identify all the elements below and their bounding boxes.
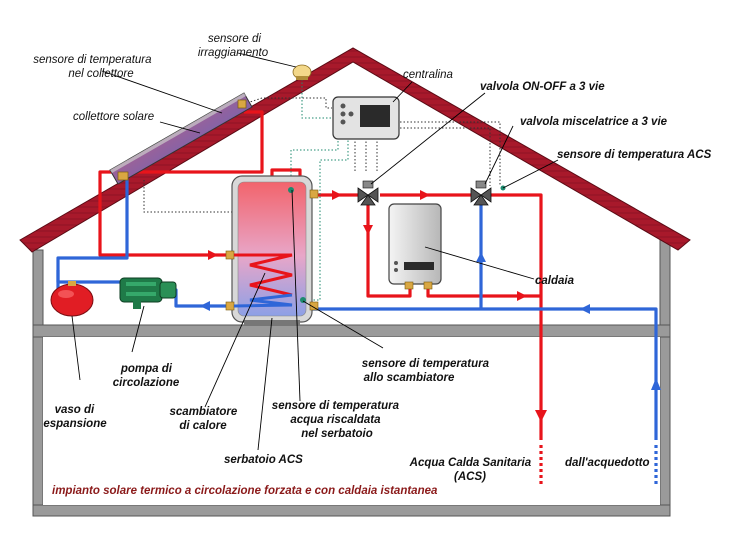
leader-lines bbox=[71, 52, 559, 451]
label-boiler: caldaia bbox=[535, 275, 575, 287]
label-tank-sensor: sensore di temperatura acqua riscaldata … bbox=[272, 400, 402, 440]
pipe-collector-return bbox=[56, 178, 129, 277]
pipe-valve2-to-acs bbox=[490, 193, 543, 440]
flow-arrows bbox=[200, 190, 661, 422]
label-solar-collector: collettore solare bbox=[73, 111, 154, 123]
label-controller: centralina bbox=[403, 69, 453, 81]
diagram-caption: impianto solare termico a circolazione f… bbox=[52, 485, 438, 497]
label-water-supply: dall'acquedotto bbox=[565, 457, 650, 469]
heat-exchanger-coil bbox=[233, 253, 293, 308]
solar-collector bbox=[109, 92, 253, 185]
pipe-collector-hot bbox=[98, 110, 264, 257]
label-heat-exchanger: scambiatore di calore bbox=[170, 406, 241, 432]
label-acs-sensor: sensore di temperatura ACS bbox=[557, 149, 712, 161]
instant-boiler bbox=[388, 203, 442, 290]
pipe-boiler-out bbox=[426, 285, 541, 298]
valve-mixing bbox=[470, 180, 492, 206]
controller-unit bbox=[332, 96, 400, 140]
signal-wires bbox=[143, 72, 501, 301]
label-expansion-vessel: vaso di espansione bbox=[43, 404, 107, 430]
pipe-tank-to-valve bbox=[270, 168, 302, 176]
label-acs-outlet: Acqua Calda Sanitaria (ACS) bbox=[409, 457, 535, 483]
tank-top-sensor-dot bbox=[288, 187, 294, 193]
label-mixing-valve: valvola miscelatrice a 3 vie bbox=[520, 116, 668, 128]
label-storage-tank: serbatoio ACS bbox=[224, 454, 303, 466]
pipe-valve1-down bbox=[366, 205, 412, 298]
valve-onoff bbox=[357, 180, 379, 206]
label-irradiation-sensor: sensore di irraggiamento bbox=[198, 33, 269, 59]
pipe-cold-supply bbox=[310, 307, 658, 440]
circulation-pump bbox=[119, 277, 177, 309]
label-collector-sensor: sensore di temperatura nel collettore bbox=[33, 54, 154, 80]
label-onoff-valve: valvola ON-OFF a 3 vie bbox=[480, 81, 605, 93]
irradiation-sensor bbox=[292, 64, 312, 80]
label-exchanger-sensor: sensore di temperatura allo scambiatore bbox=[362, 358, 492, 384]
house-structure bbox=[32, 239, 671, 517]
label-pump: pompa di circolazione bbox=[113, 363, 180, 389]
roof bbox=[19, 47, 691, 253]
